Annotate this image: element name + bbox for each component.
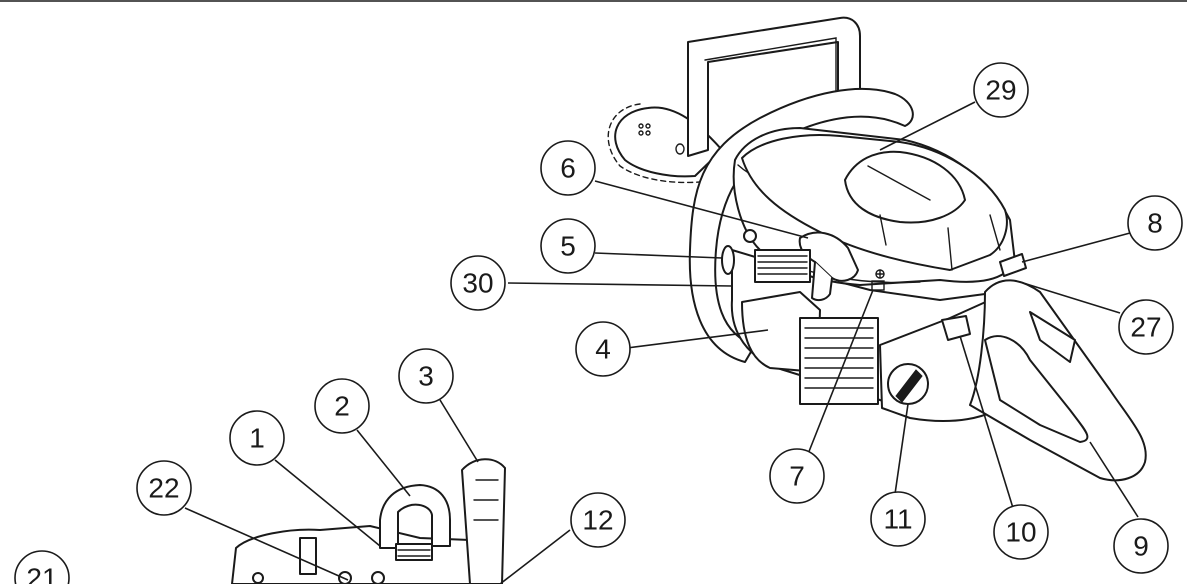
svg-text:12: 12 xyxy=(582,505,613,536)
front-hand-guard xyxy=(687,16,861,157)
leader-27 xyxy=(1019,281,1121,314)
callout-11: 11 xyxy=(870,491,926,547)
svg-text:21: 21 xyxy=(26,563,57,584)
callout-2: 2 xyxy=(314,378,370,434)
callout-8: 8 xyxy=(1127,195,1183,251)
throttle-lockout xyxy=(999,253,1027,277)
leader-5 xyxy=(594,252,723,259)
svg-text:11: 11 xyxy=(883,504,912,535)
callout-3: 3 xyxy=(398,348,454,404)
svg-text:6: 6 xyxy=(560,153,576,184)
choke-knob xyxy=(743,229,757,243)
svg-text:5: 5 xyxy=(560,231,576,262)
callout-5: 5 xyxy=(540,218,596,274)
svg-text:3: 3 xyxy=(418,361,434,392)
svg-text:9: 9 xyxy=(1133,531,1149,562)
leader-11 xyxy=(894,403,909,495)
svg-text:29: 29 xyxy=(985,75,1016,106)
leader-8 xyxy=(1021,232,1131,263)
leader-9 xyxy=(1089,441,1139,518)
callout-7: 7 xyxy=(769,448,825,504)
starter-handle xyxy=(798,231,859,302)
svg-text:4: 4 xyxy=(595,334,611,365)
leader-6 xyxy=(594,180,809,239)
chainsaw-illustration xyxy=(607,16,1147,482)
callout-12: 12 xyxy=(570,492,626,548)
chainsaw-rear-view xyxy=(231,458,506,584)
fuel-cap xyxy=(887,363,929,405)
callout-6: 6 xyxy=(540,140,596,196)
leader-12 xyxy=(499,529,571,584)
leader-1 xyxy=(274,459,381,547)
leader-29 xyxy=(879,101,976,151)
callout-30: 30 xyxy=(450,255,506,311)
leader-10 xyxy=(959,335,1014,509)
leader-4 xyxy=(626,329,769,349)
starter-vents xyxy=(754,249,811,283)
leader-lines xyxy=(184,101,1139,584)
svg-text:30: 30 xyxy=(462,268,493,299)
stop-switch xyxy=(941,315,971,341)
svg-text:10: 10 xyxy=(1005,517,1036,548)
callout-10: 10 xyxy=(993,504,1049,560)
callout-21: 21 xyxy=(14,550,70,584)
svg-text:27: 27 xyxy=(1130,312,1161,343)
leader-3 xyxy=(439,399,479,463)
svg-text:8: 8 xyxy=(1147,208,1163,239)
chain-brake-knob xyxy=(721,245,735,275)
leader-22 xyxy=(184,507,349,581)
callout-1: 1 xyxy=(229,410,285,466)
leader-7 xyxy=(807,289,874,455)
svg-text:7: 7 xyxy=(789,461,805,492)
svg-text:2: 2 xyxy=(334,391,350,422)
cooling-fins xyxy=(799,317,879,405)
leader-30 xyxy=(507,282,733,287)
decompression-symbol xyxy=(871,269,885,291)
cylinder-cover xyxy=(741,133,1008,271)
svg-text:22: 22 xyxy=(148,473,179,504)
callout-29: 29 xyxy=(973,62,1029,118)
svg-text:1: 1 xyxy=(249,423,265,454)
callout-9: 9 xyxy=(1113,518,1169,574)
leader-2 xyxy=(356,429,411,497)
callout-22: 22 xyxy=(136,460,192,516)
callout-27: 27 xyxy=(1118,299,1174,355)
callout-4: 4 xyxy=(575,321,631,377)
rear-handle xyxy=(969,279,1147,482)
